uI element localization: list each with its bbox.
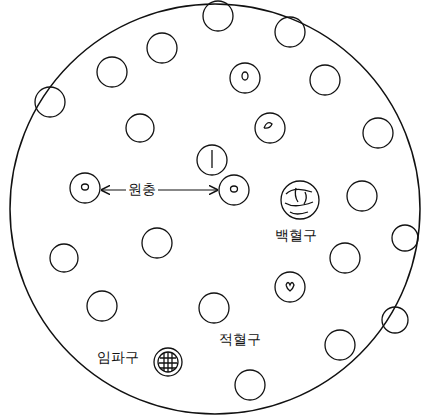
wbc-label: 백혈구: [273, 228, 319, 243]
rbc-label: 적혈구: [217, 332, 263, 347]
parasite-label: 원충: [126, 182, 158, 197]
lymphocyte-label: 임파구: [95, 350, 141, 365]
